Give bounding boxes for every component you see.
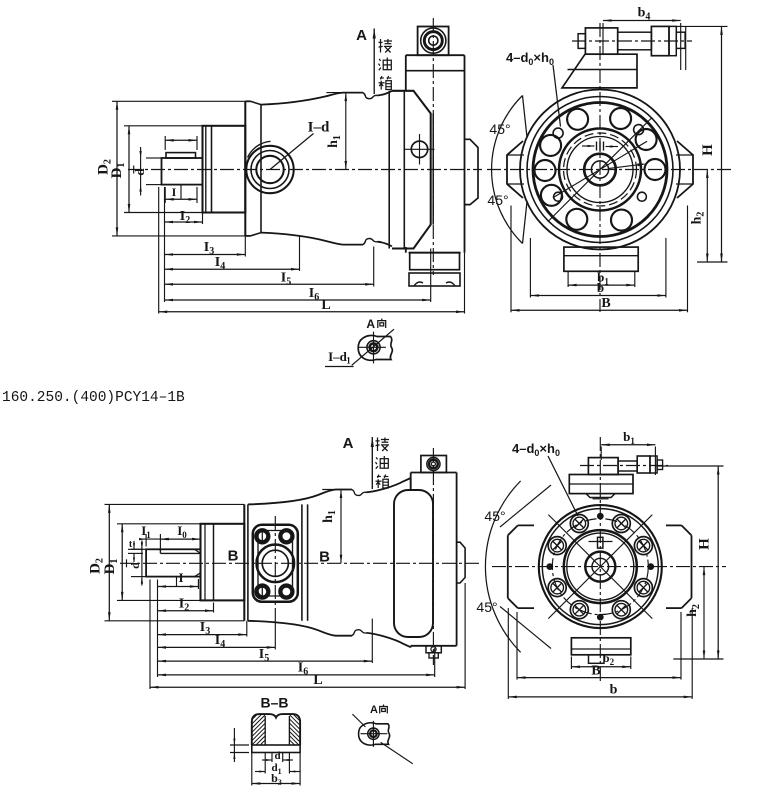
svg-text:I2: I2 xyxy=(180,209,190,226)
svg-text:I–d: I–d xyxy=(308,120,330,136)
svg-text:b2: b2 xyxy=(603,651,615,667)
svg-text:A: A xyxy=(366,317,375,331)
svg-text:I1: I1 xyxy=(141,523,151,540)
svg-text:t: t xyxy=(129,539,133,550)
svg-text:I6: I6 xyxy=(298,661,308,678)
svg-text:I6: I6 xyxy=(309,286,319,303)
svg-text:I5: I5 xyxy=(259,647,269,664)
svg-text:I4: I4 xyxy=(215,255,225,272)
svg-text:1: 1 xyxy=(346,356,351,366)
svg-text:A: A xyxy=(343,435,354,452)
svg-text:A: A xyxy=(356,27,367,44)
svg-text:I2: I2 xyxy=(179,597,189,614)
svg-text:I3: I3 xyxy=(204,240,214,257)
svg-text:B: B xyxy=(228,548,239,565)
svg-text:160.250.(400)PCY14–1B: 160.250.(400)PCY14–1B xyxy=(2,390,185,406)
svg-text:45°: 45° xyxy=(484,508,505,524)
svg-text:d: d xyxy=(128,562,142,569)
svg-text:L: L xyxy=(321,298,330,313)
svg-text:b: b xyxy=(597,280,604,295)
svg-text:4–d0×h0: 4–d0×h0 xyxy=(512,441,560,458)
svg-text:I: I xyxy=(178,570,183,585)
svg-text:b: b xyxy=(610,683,618,698)
svg-text:d: d xyxy=(274,750,280,762)
svg-text:A: A xyxy=(370,704,378,716)
svg-text:H: H xyxy=(697,538,713,550)
svg-text:45°: 45° xyxy=(489,121,510,137)
svg-text:L: L xyxy=(313,673,322,688)
svg-text:B: B xyxy=(319,549,330,566)
svg-text:I: I xyxy=(172,185,177,199)
svg-text:4–d0×h0: 4–d0×h0 xyxy=(506,50,554,67)
svg-text:I–d: I–d xyxy=(328,349,348,364)
svg-text:B: B xyxy=(591,664,600,679)
svg-text:I0: I0 xyxy=(177,523,187,540)
svg-text:d1: d1 xyxy=(271,762,281,776)
svg-text:45°: 45° xyxy=(487,192,508,208)
svg-text:45°: 45° xyxy=(476,599,497,615)
svg-text:H: H xyxy=(700,144,716,156)
svg-text:I3: I3 xyxy=(200,620,210,637)
svg-text:b3: b3 xyxy=(271,771,282,787)
svg-text:B–B: B–B xyxy=(260,695,288,711)
svg-text:d: d xyxy=(132,168,147,176)
svg-text:B: B xyxy=(601,296,610,311)
svg-text:I4: I4 xyxy=(215,633,225,650)
svg-text:I5: I5 xyxy=(281,271,291,288)
